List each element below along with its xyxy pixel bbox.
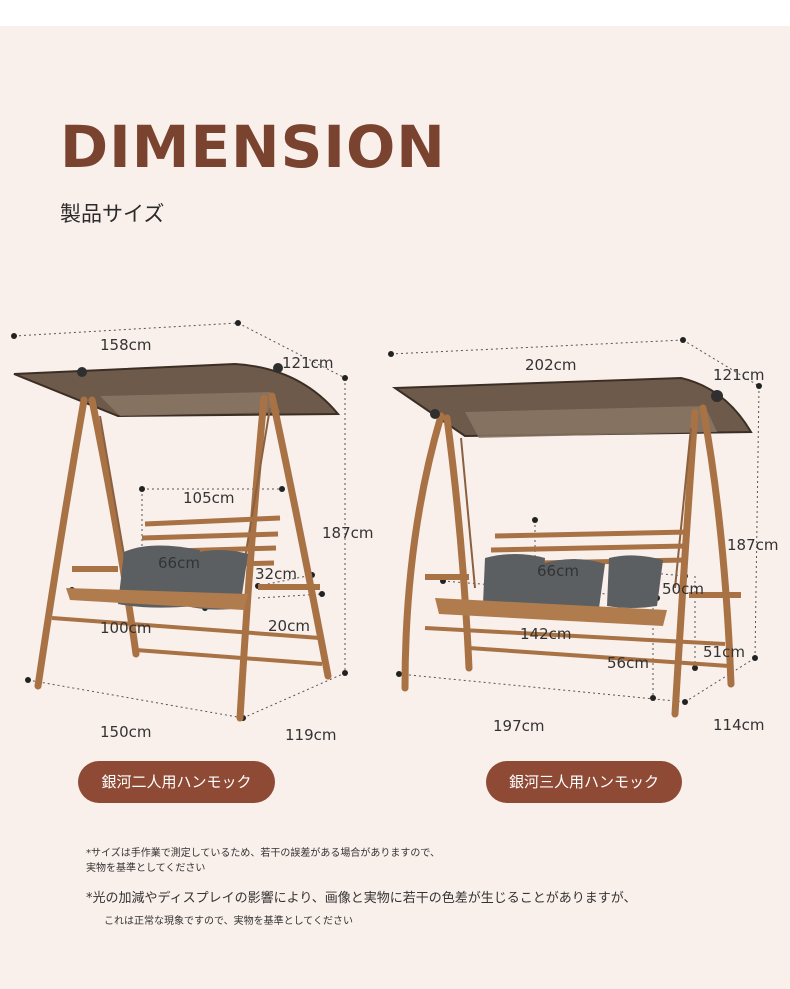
dim-base-depth: 119cm bbox=[285, 726, 337, 744]
dim-canopy-width: 202cm bbox=[525, 356, 577, 374]
dim-base-width: 197cm bbox=[493, 717, 545, 735]
dim-seat-back-width: 105cm bbox=[183, 489, 235, 507]
dim-armrest-depth: 32cm bbox=[255, 565, 297, 583]
color-note-cont: これは正常な現象ですので、実物を基準としてください bbox=[104, 916, 353, 927]
dim-armrest-depth: 50cm bbox=[662, 580, 704, 598]
dim-side-table-height: 51cm bbox=[703, 643, 745, 661]
dim-height: 187cm bbox=[727, 536, 779, 554]
dim-armrest-height: 20cm bbox=[268, 617, 310, 635]
dim-base-width: 150cm bbox=[100, 723, 152, 741]
page-title: DIMENSION bbox=[60, 113, 446, 181]
dim-seat-height: 56cm bbox=[607, 654, 649, 672]
measurement-note: *サイズは手作業で測定しているため、若干の誤差がある場合がありますので、 bbox=[86, 848, 440, 859]
measurement-note-cont: 実物を基準としてください bbox=[86, 863, 206, 874]
dim-canopy-width: 158cm bbox=[100, 336, 152, 354]
dim-seat-width: 100cm bbox=[100, 619, 152, 637]
dim-base-depth: 114cm bbox=[713, 716, 765, 734]
dim-cushion-height: 66cm bbox=[537, 562, 579, 580]
two-seat-product-label: 銀河二人用ハンモック bbox=[78, 761, 275, 803]
dim-canopy-depth: 121cm bbox=[282, 354, 334, 372]
dimension-panel: DIMENSION 製品サイズ bbox=[0, 26, 790, 989]
dim-canopy-depth: 121cm bbox=[713, 366, 765, 384]
dim-height: 187cm bbox=[322, 524, 374, 542]
three-seat-swing-illustration bbox=[388, 337, 762, 718]
dim-cushion-height: 66cm bbox=[158, 554, 200, 572]
page-subtitle: 製品サイズ bbox=[60, 202, 165, 226]
three-seat-swing-figure: 202cm 121cm 187cm 66cm 50cm 142cm 56cm 5… bbox=[385, 288, 790, 748]
two-seat-swing-illustration bbox=[11, 320, 348, 722]
color-note: *光の加減やディスプレイの影響により、画像と実物に若干の色差が生じることがありま… bbox=[86, 891, 637, 906]
dim-seat-width: 142cm bbox=[520, 625, 572, 643]
two-seat-swing-figure: 158cm 121cm 187cm 105cm 66cm 32cm 20cm 1… bbox=[0, 288, 395, 748]
three-seat-product-label: 銀河三人用ハンモック bbox=[486, 761, 682, 803]
